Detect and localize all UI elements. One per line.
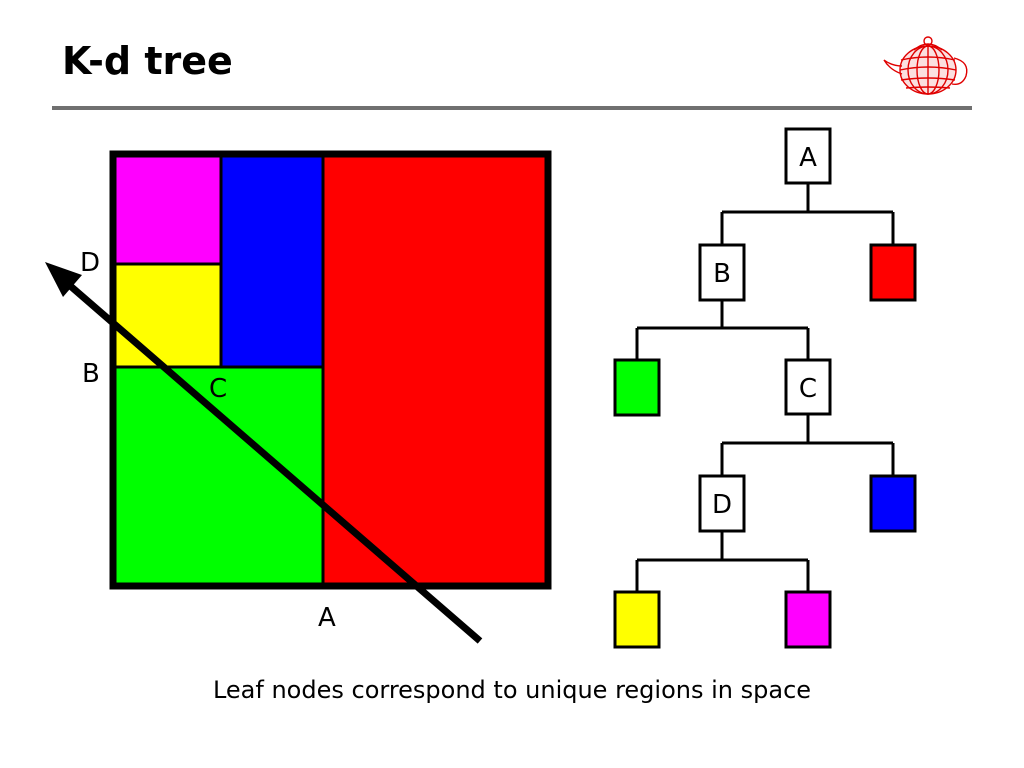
space-label-c: C	[209, 374, 227, 404]
tree-leaf-magenta	[784, 590, 832, 649]
tree-leaf-green	[613, 358, 661, 417]
tree-leaf-blue	[869, 474, 917, 533]
tree-leaf-yellow	[613, 590, 661, 649]
tree-node-a: A	[784, 127, 832, 185]
tree-node-c-label: C	[799, 374, 817, 404]
slide-title: K-d tree	[62, 39, 233, 83]
space-label-b: B	[82, 359, 100, 389]
space-partition: D B C A	[45, 150, 552, 644]
tree-node-c: C	[784, 358, 832, 416]
space-label-a: A	[318, 603, 336, 633]
region-magenta	[113, 154, 221, 264]
region-yellow	[113, 264, 221, 367]
title-divider	[52, 106, 972, 110]
ray-arrowhead	[45, 262, 82, 297]
tree-node-d-label: D	[712, 490, 732, 520]
region-red	[323, 154, 548, 586]
teapot-icon	[883, 36, 968, 95]
region-blue	[221, 154, 323, 367]
tree-node-b-label: B	[713, 259, 731, 289]
caption: Leaf nodes correspond to unique regions …	[212, 676, 812, 704]
ray-line	[57, 274, 483, 644]
tree	[635, 183, 895, 592]
space-border	[109, 150, 552, 590]
space-label-d: D	[80, 248, 100, 278]
tree-node-a-label: A	[799, 143, 817, 173]
tree-leaf-red	[869, 243, 917, 302]
tree-node-b: B	[698, 243, 746, 302]
tree-node-d: D	[698, 474, 746, 533]
